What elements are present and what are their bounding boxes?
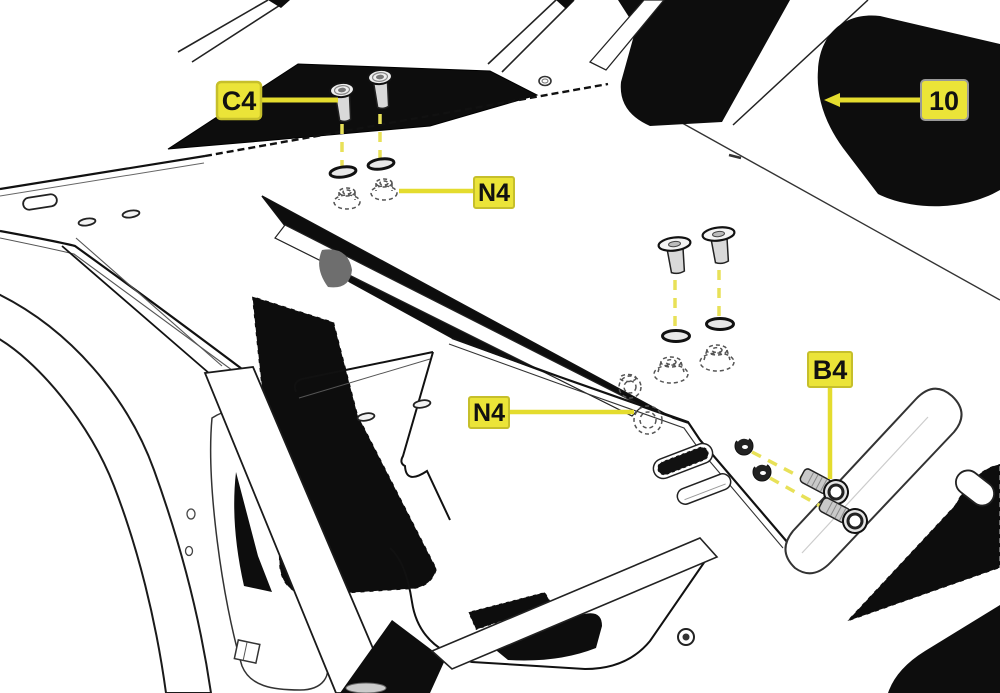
plate-rear-hatched-edge xyxy=(204,82,609,158)
plate-hole-center-1 xyxy=(661,329,691,343)
frame-tube-edge-top-right xyxy=(732,0,869,126)
rivet-top-center xyxy=(538,75,552,87)
tube-end-cap xyxy=(345,682,387,693)
dashed-flange-nut-2 xyxy=(699,344,735,372)
callout-n4-upper-box xyxy=(473,176,515,209)
c4-screw-2 xyxy=(367,68,393,110)
plate-hole-center-2 xyxy=(705,317,735,331)
countersunk-screw-2 xyxy=(701,226,736,265)
plate-bend-edge-line xyxy=(647,103,1000,301)
rivet-left-2 xyxy=(184,545,194,557)
callout-c4-label: C4 xyxy=(222,86,257,116)
callout-10: 10 xyxy=(824,79,969,121)
countersunk-screw-1 xyxy=(657,236,692,275)
callout-c4: C4 xyxy=(215,80,338,121)
frame-opening-top-center xyxy=(618,0,790,126)
callout-c4-box xyxy=(215,80,263,121)
frame-opening-right xyxy=(817,15,1000,207)
b4-target-hole-2 xyxy=(752,462,772,482)
dashed-nut-2 xyxy=(370,178,398,201)
callout-10-label: 10 xyxy=(929,86,959,116)
callout-b4-label: B4 xyxy=(813,355,848,385)
dashed-round-nut-2 xyxy=(633,405,663,435)
bracket-hole-2 xyxy=(121,209,141,219)
lower-plate-hole-1 xyxy=(356,412,376,422)
callout-n4-lower-box xyxy=(468,396,510,429)
frame-lower-left xyxy=(0,293,445,693)
b4-bolt-1 xyxy=(799,468,849,505)
frame-tubes-top-left xyxy=(177,0,575,73)
cross-rail xyxy=(430,537,719,670)
frame-fitting-block xyxy=(233,639,261,664)
tube-elbow xyxy=(955,469,995,507)
callout-n4-lower-label: N4 xyxy=(473,399,505,427)
frame-hole-bottom-center xyxy=(682,633,690,641)
dashed-flange-nut-1 xyxy=(653,356,689,384)
frame-opening-corner xyxy=(888,605,1000,693)
frame-gap-wedge-top-mid xyxy=(556,0,574,9)
rail-end-slot-dark xyxy=(652,442,714,480)
frame-diagonal-strut xyxy=(203,366,393,693)
callout-n4-upper-label: N4 xyxy=(478,179,510,207)
dashed-round-nut-1 xyxy=(618,373,642,399)
n4-lower-nuts xyxy=(618,344,735,435)
plate-hole-c4-2 xyxy=(366,157,396,171)
n4-upper-nuts xyxy=(333,178,398,210)
b4-target-hole-1 xyxy=(734,436,754,456)
frame-opening-small-left xyxy=(234,472,272,592)
frame-tube-crossing-top xyxy=(588,0,665,71)
bracket-slot xyxy=(22,193,58,211)
frame-bottom-right xyxy=(784,387,1000,693)
dashed-nut-1 xyxy=(333,187,361,210)
rivet-left-1 xyxy=(186,508,196,520)
bracket-hole-1 xyxy=(77,217,97,227)
b4-bolts-group xyxy=(734,436,868,534)
bottom-center-rails xyxy=(430,442,732,670)
small-mark xyxy=(728,153,742,160)
frame-gap-wedge-top-left xyxy=(268,0,290,8)
c4-screws-group xyxy=(328,68,396,179)
gray-wedge xyxy=(319,249,352,288)
lower-plate-hole-2 xyxy=(412,399,432,409)
plate-hole-c4-1 xyxy=(328,165,358,179)
rail-end-slot-light xyxy=(676,473,732,505)
frame-outer-tube xyxy=(0,293,213,693)
callout-b4-box xyxy=(807,351,853,388)
callout-10-box xyxy=(920,79,969,121)
frame-opening-bottom xyxy=(340,620,445,693)
callout-n4-lower: N4 xyxy=(468,396,634,429)
side-tube-stadium xyxy=(784,387,963,575)
center-screws-group xyxy=(657,226,736,343)
b4-bolt-2 xyxy=(818,497,868,534)
rack-rail-bar xyxy=(274,224,644,417)
lower-plate xyxy=(293,351,713,671)
frame-opening-top-left xyxy=(167,63,539,150)
callout-b4: B4 xyxy=(807,351,853,479)
callout-10-arrowhead xyxy=(824,93,840,107)
c4-screw-1 xyxy=(329,81,355,123)
left-bracket-wing xyxy=(0,154,247,377)
callout-n4-upper: N4 xyxy=(399,176,515,209)
